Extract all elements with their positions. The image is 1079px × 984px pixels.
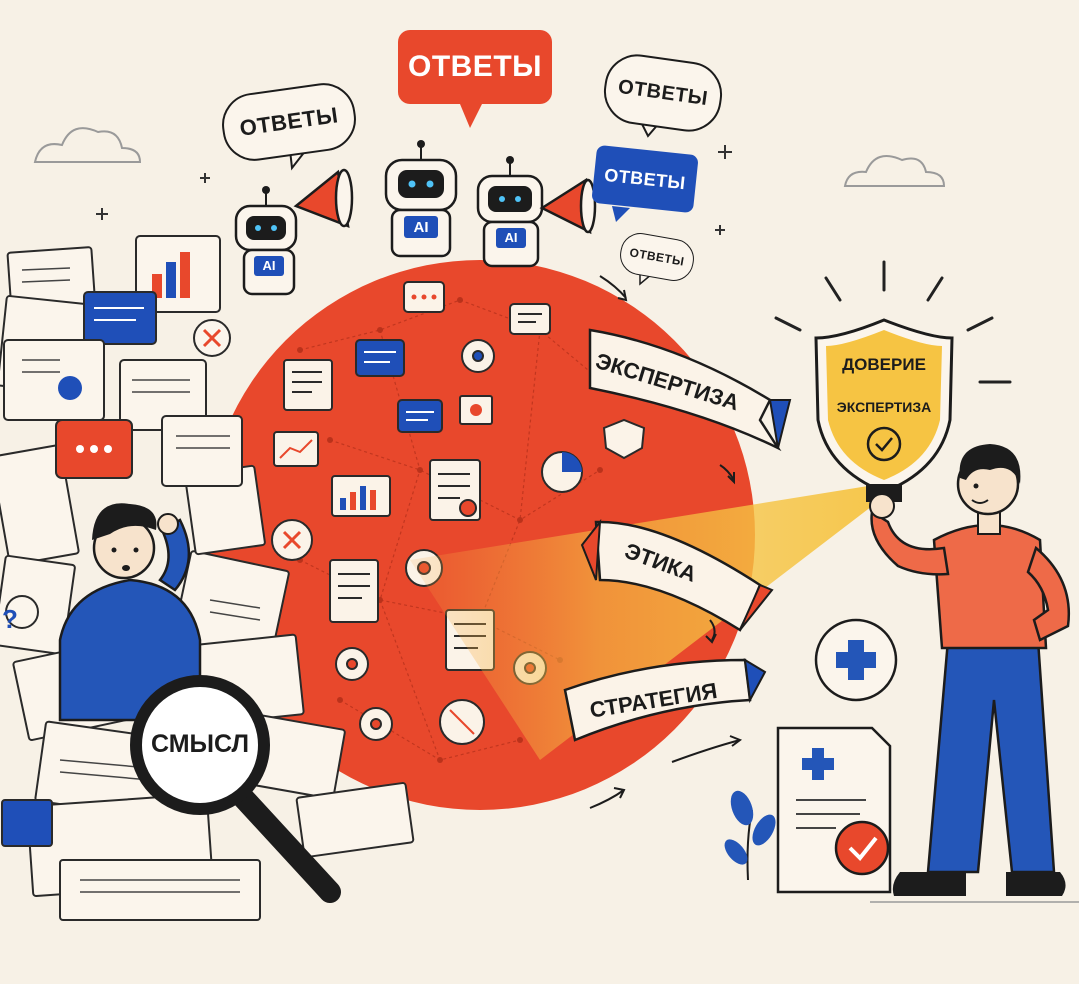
document-icon [329, 559, 379, 623]
shield-line-trust: ДОВЕРИЕ [842, 355, 926, 374]
shield-icon [814, 318, 954, 502]
bubble-text: ОТВЕТЫ [407, 50, 543, 83]
robot-badge-center: AI [413, 219, 429, 236]
speech-bubble-top-center: ОТВЕТЫ [398, 30, 552, 104]
ribbon-ethics [580, 518, 774, 632]
chat-icon [397, 399, 443, 433]
cloud-icon [33, 127, 142, 163]
gear-icon [461, 339, 495, 373]
plus-icon [814, 618, 898, 702]
chart-icon [331, 475, 391, 517]
gear-icon [359, 707, 393, 741]
pie-icon [541, 451, 583, 493]
robot-badge-right: AI [504, 230, 518, 245]
shield-small-icon [602, 418, 646, 460]
arrow-icon [589, 275, 743, 809]
plant-icon [724, 790, 776, 881]
svg-text:?: ? [2, 604, 18, 634]
megaphone-icon [293, 168, 354, 228]
chat-icon [355, 339, 405, 377]
document-icon [429, 459, 481, 521]
chart-icon [273, 431, 319, 467]
paper-pile [0, 235, 415, 921]
ribbon-expertise [588, 328, 792, 452]
document-icon [459, 395, 493, 425]
cloud-icon [843, 155, 946, 187]
chat-icon [403, 281, 445, 313]
robot-left [234, 186, 298, 296]
compass-icon [439, 699, 485, 745]
gear-icon [335, 647, 369, 681]
bubble-text: ОТВЕТЫ [616, 75, 710, 110]
sparkle-icon [96, 145, 732, 235]
magnifier-label: СМЫСЛ [151, 730, 249, 758]
robot-center [384, 140, 458, 258]
cross-icon [271, 519, 313, 561]
megaphone-icon [539, 177, 597, 235]
speech-bubble-right-blue: ОТВЕТЫ [591, 144, 699, 214]
robot-badge-left: AI [262, 258, 276, 273]
bubble-text: ОТВЕТЫ [238, 102, 340, 141]
ribbon-strategy [563, 658, 767, 742]
robot-right [476, 156, 544, 268]
document-icon [283, 359, 333, 411]
shield-line-expertise: ЭКСПЕРТИЗА [836, 399, 932, 415]
light-beam [410, 486, 880, 760]
expert-person [869, 444, 1071, 896]
medical-document-icon [776, 726, 892, 894]
magnifier-icon [130, 675, 341, 903]
chat-icon [509, 303, 551, 335]
light-rays [774, 260, 1012, 384]
bubble-text: ОТВЕТЫ [603, 164, 687, 193]
bubble-text: ОТВЕТЫ [628, 245, 686, 269]
